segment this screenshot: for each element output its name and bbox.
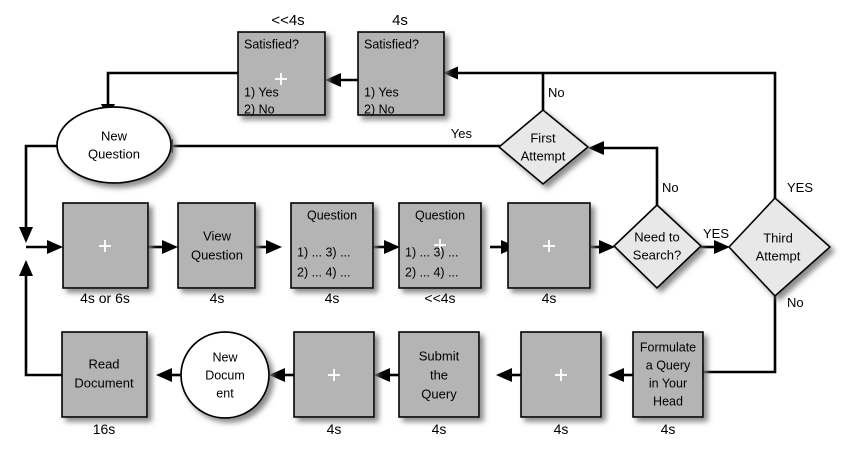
satisfied-1-line-1: 1) Yes bbox=[364, 85, 399, 99]
edge-question1-to-question2 bbox=[373, 240, 400, 254]
read-document-line-1: Document bbox=[74, 375, 134, 390]
edge-new-question-to-fixation1 bbox=[19, 144, 57, 243]
edge-junction-to-fixation1 bbox=[26, 240, 63, 254]
edge-first-attempt-yes-to-new-question bbox=[157, 139, 500, 153]
node-satisfied-1[interactable]: Satisfied? 1) Yes 2) No bbox=[357, 31, 445, 116]
node-fixation-1[interactable] bbox=[62, 202, 149, 289]
node-formulate-query[interactable]: Formulate a Query in Your Head bbox=[632, 331, 704, 418]
duration-question-2: <<4s bbox=[424, 290, 455, 306]
node-new-document[interactable]: New Docum ent bbox=[180, 331, 270, 419]
formulate-line-1: a Query bbox=[646, 358, 691, 372]
node-first-attempt[interactable]: First Attempt bbox=[497, 108, 590, 186]
edge-read-document-to-fixation1 bbox=[19, 260, 62, 377]
duration-view-question: 4s bbox=[210, 290, 225, 306]
duration-formulate-query: 4s bbox=[661, 421, 676, 437]
satisfied-1-line-0: Satisfied? bbox=[364, 37, 419, 51]
node-satisfied-2[interactable]: Satisfied? 1) Yes 2) No bbox=[237, 31, 326, 116]
new-document-line-2: ent bbox=[216, 386, 234, 400]
edge-fixation1-to-view-question bbox=[148, 240, 178, 254]
third-attempt-line-0: Third bbox=[763, 230, 793, 245]
duration-fixation-4: 4s bbox=[554, 421, 569, 437]
satisfied-2-line-2: 2) No bbox=[244, 102, 275, 116]
question-2-line-1: 1) ... 3) ... bbox=[405, 245, 459, 259]
submit-query-line-0: Submit bbox=[419, 348, 460, 363]
formulate-line-3: Head bbox=[653, 394, 683, 408]
satisfied-1-line-2: 2) No bbox=[364, 102, 395, 116]
edge-label-need-to-search-yes: YES bbox=[703, 226, 729, 241]
need-to-search-line-0: Need to bbox=[634, 229, 680, 244]
edge-need-to-search-yes-to-third-attempt bbox=[700, 240, 730, 254]
node-fixation-3[interactable] bbox=[293, 331, 375, 418]
satisfied-2-line-0: Satisfied? bbox=[244, 37, 299, 51]
duration-fixation-2: 4s bbox=[542, 290, 557, 306]
view-question-line-0: View bbox=[203, 228, 232, 243]
new-document-line-0: New bbox=[212, 350, 238, 364]
formulate-line-0: Formulate bbox=[640, 340, 696, 354]
new-document-line-1: Docum bbox=[205, 368, 245, 382]
node-fixation-4[interactable] bbox=[520, 331, 602, 418]
node-question-1[interactable]: Question 1) ... 3) ... 2) ... 4) ... bbox=[290, 202, 374, 289]
edge-third-attempt-yes-to-satisfied bbox=[443, 66, 777, 198]
first-attempt-line-1: Attempt bbox=[521, 148, 566, 163]
edge-fixation4-to-submit bbox=[496, 368, 521, 382]
first-attempt-line-0: First bbox=[530, 130, 556, 145]
submit-query-line-1: the bbox=[430, 367, 448, 382]
duration-fixation-1: 4s or 6s bbox=[80, 290, 130, 306]
question-1-line-1: 1) ... 3) ... bbox=[297, 245, 351, 259]
new-question-line-0: New bbox=[101, 128, 128, 143]
edge-label-need-to-search-no: No bbox=[662, 180, 679, 195]
read-document-line-0: Read bbox=[88, 356, 119, 371]
need-to-search-line-1: Search? bbox=[633, 247, 681, 262]
node-fixation-2[interactable] bbox=[507, 202, 591, 289]
edge-label-first-attempt-no: No bbox=[548, 85, 565, 100]
new-question-line-1: Question bbox=[88, 146, 140, 161]
node-question-2[interactable]: Question 1) ... 3) ... 2) ... 4) ... bbox=[398, 202, 482, 289]
edge-satisfied1-to-satisfied2 bbox=[325, 73, 358, 87]
duration-submit-the-query: 4s bbox=[432, 421, 447, 437]
node-third-attempt[interactable]: Third Attempt bbox=[727, 196, 832, 298]
edge-formulate-to-fixation4 bbox=[608, 368, 633, 382]
edge-submit-to-fixation3 bbox=[374, 368, 399, 382]
question-2-line-2: 2) ... 4) ... bbox=[405, 265, 459, 279]
view-question-line-1: Question bbox=[191, 247, 243, 262]
question-1-line-2: 2) ... 4) ... bbox=[297, 265, 351, 279]
node-view-question[interactable]: View Question bbox=[177, 202, 256, 289]
edge-label-third-attempt-yes: YES bbox=[787, 180, 813, 195]
duration-fixation-3: 4s bbox=[327, 421, 342, 437]
edge-label-third-attempt-no: No bbox=[787, 295, 804, 310]
third-attempt-line-1: Attempt bbox=[756, 248, 801, 263]
edge-new-document-to-read-document bbox=[156, 368, 181, 382]
node-new-question[interactable]: New Question bbox=[56, 106, 172, 184]
node-read-document[interactable]: Read Document bbox=[61, 331, 148, 418]
formulate-line-2: in Your bbox=[649, 376, 687, 390]
connectors bbox=[19, 66, 777, 382]
edge-view-question-to-question1 bbox=[255, 240, 282, 254]
edge-label-first-attempt-yes: Yes bbox=[451, 126, 473, 141]
duration-read-document: 16s bbox=[93, 421, 116, 437]
satisfied-2-line-1: 1) Yes bbox=[244, 85, 279, 99]
node-need-to-search[interactable]: Need to Search? bbox=[612, 203, 703, 290]
question-1-line-0: Question bbox=[307, 208, 357, 222]
duration-question-1: 4s bbox=[325, 290, 340, 306]
submit-query-line-2: Query bbox=[421, 386, 457, 401]
node-submit-the-query[interactable]: Submit the Query bbox=[398, 331, 480, 418]
edge-fixation2-to-need-to-search bbox=[590, 240, 615, 254]
edge-need-to-search-no-to-first-attempt bbox=[588, 141, 659, 205]
edge-fixation3-to-new-document bbox=[269, 368, 294, 382]
top-label-satisfied-1: 4s bbox=[392, 12, 408, 29]
question-2-line-0: Question bbox=[415, 208, 465, 222]
top-label-satisfied-2: <<4s bbox=[271, 12, 304, 29]
